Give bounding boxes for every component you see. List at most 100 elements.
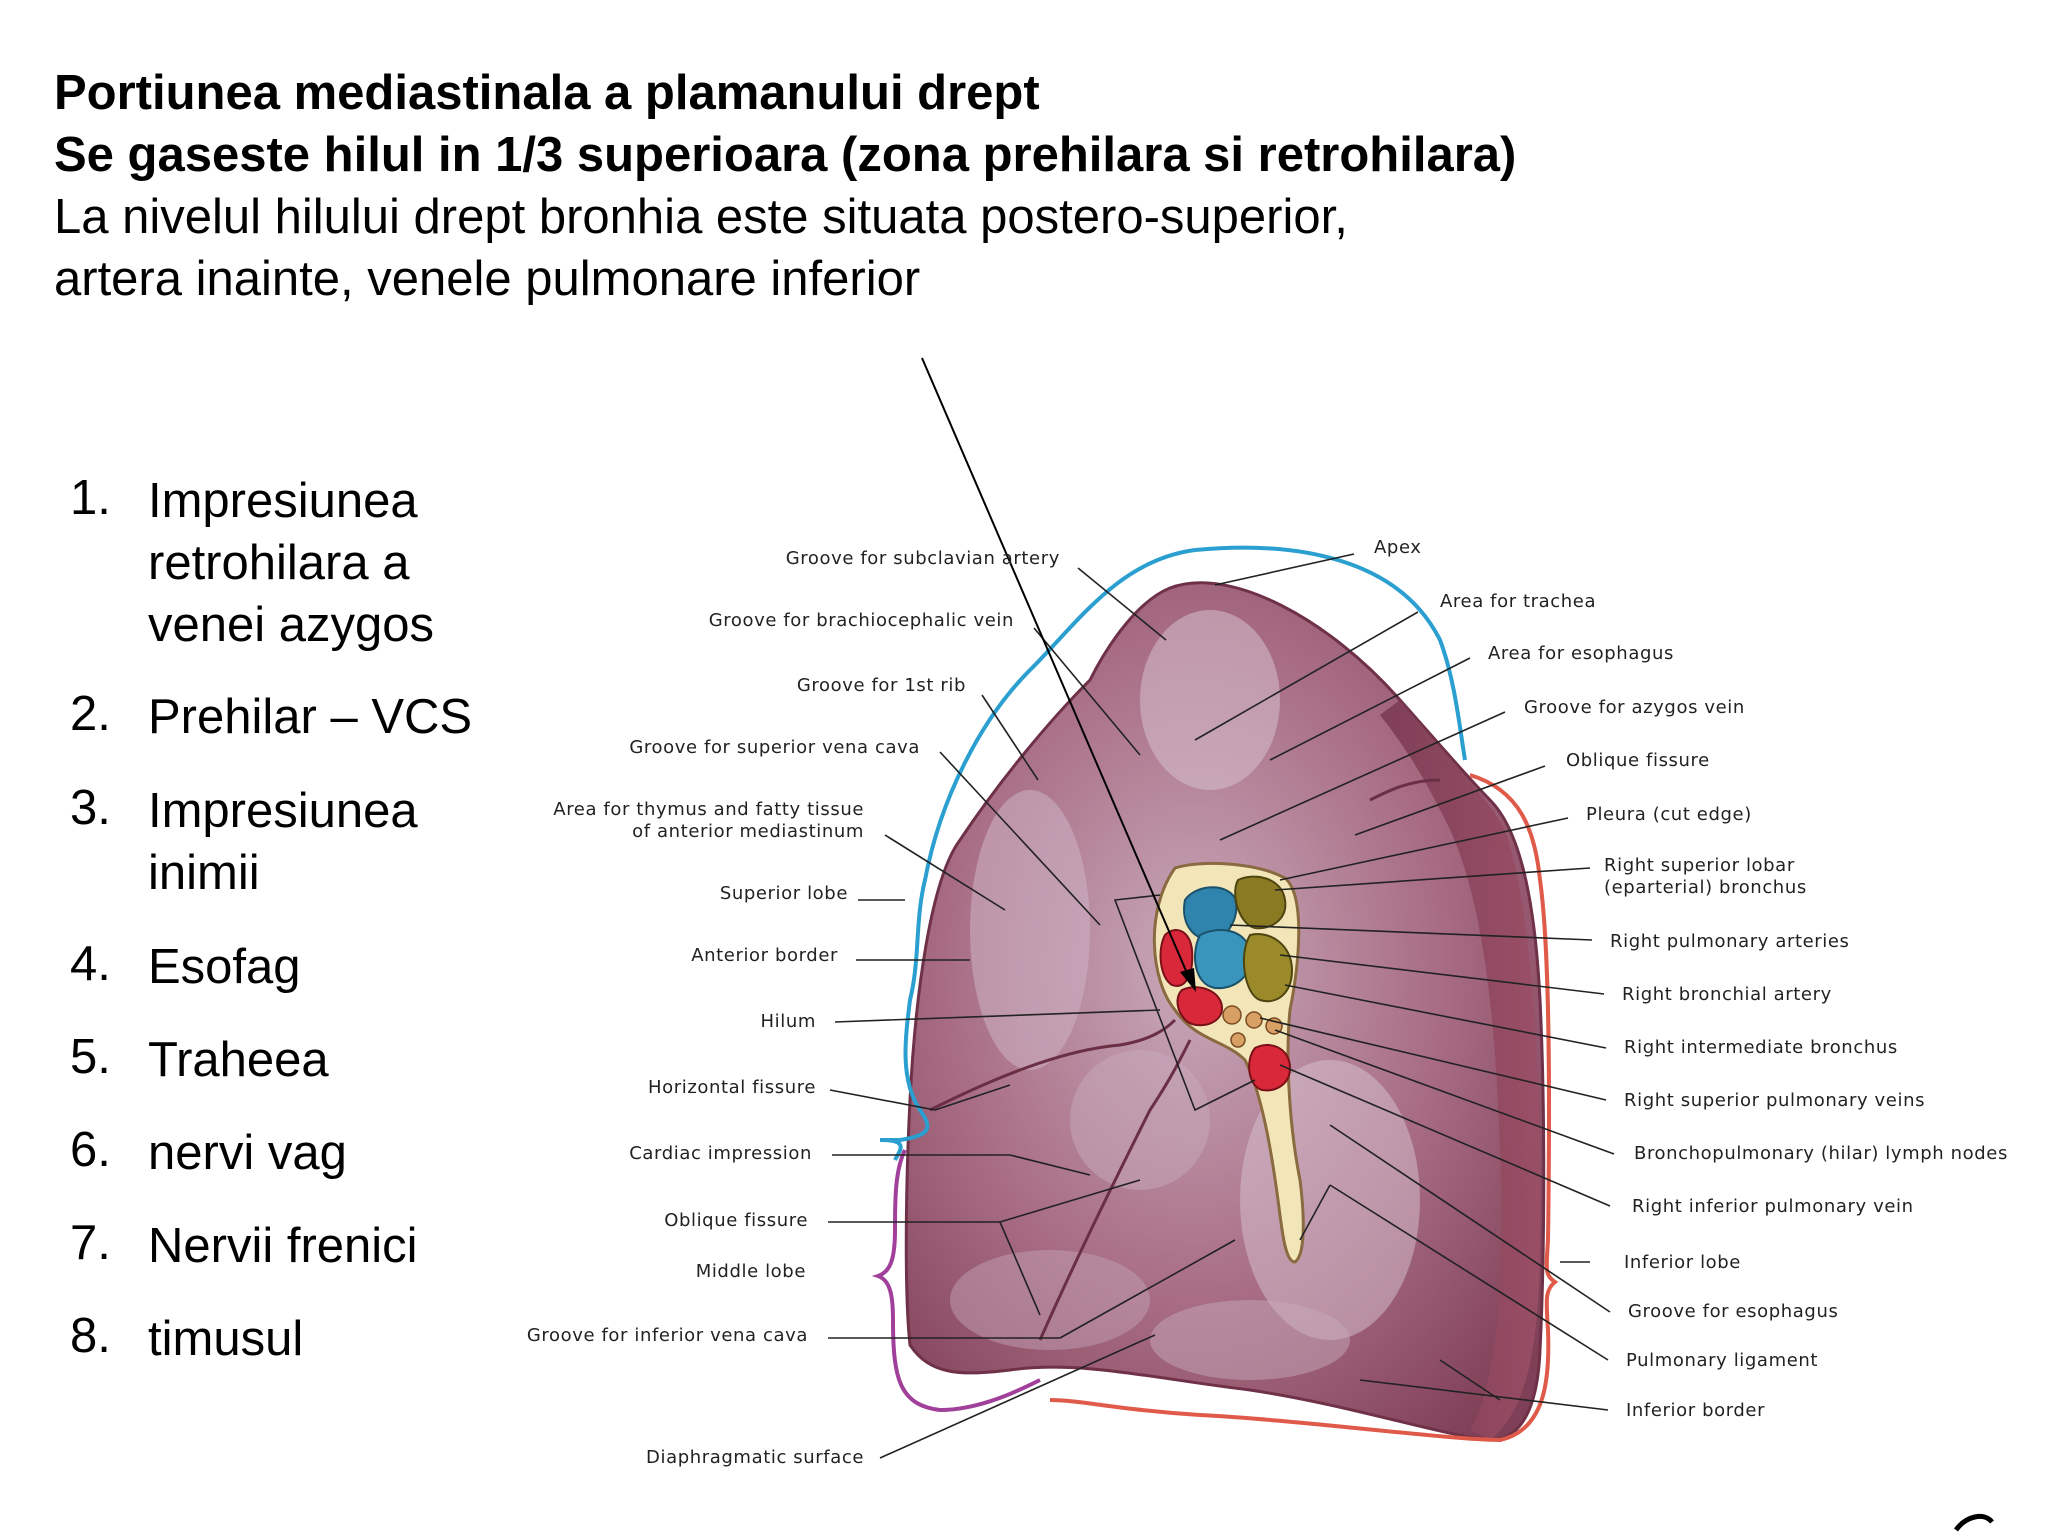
- label-right-pulmonary-arteries: Right pulmonary arteries: [1610, 931, 1850, 952]
- mottled-area: [1070, 1050, 1210, 1190]
- label-hilum: Hilum: [761, 1011, 816, 1032]
- lymph-node: [1222, 1005, 1242, 1025]
- leader-line: [1284, 984, 1607, 1049]
- leader-line: [1329, 1184, 1609, 1361]
- list-number: 5.: [70, 1030, 111, 1084]
- label-apex: Apex: [1374, 537, 1422, 558]
- list-text: nervi vag: [148, 1126, 347, 1180]
- leader-line: [1354, 765, 1546, 836]
- leader-line: [1279, 1064, 1611, 1207]
- list-text: Traheea: [148, 1033, 329, 1087]
- label-groove-brachiocephalic-vein: Groove for brachiocephalic vein: [709, 610, 1014, 631]
- label-right-inferior-pulmonary-vein: Right inferior pulmonary vein: [1632, 1196, 1914, 1217]
- leader-line: [1259, 1017, 1607, 1101]
- leader-line: [1194, 611, 1419, 741]
- leader-line: [1299, 1184, 1331, 1241]
- leader-line: [1059, 1239, 1236, 1339]
- label-cardiac-impression: Cardiac impression: [629, 1143, 812, 1164]
- leader-line: [981, 694, 1039, 781]
- list-number: 1.: [70, 471, 111, 525]
- labels-right: Apex Area for trachea Area for esophagus…: [1374, 537, 2008, 1421]
- labels-left: Groove for subclavian artery Groove for …: [527, 548, 1060, 1468]
- list-text: Prehilar – VCS: [148, 690, 473, 744]
- leader-line: [834, 1009, 1161, 1023]
- label-groove-azygos-vein: Groove for azygos vein: [1524, 697, 1745, 718]
- list-text: Nervii frenici: [148, 1219, 418, 1273]
- label-pleura-cut-edge: Pleura (cut edge): [1586, 804, 1752, 825]
- label-inferior-lobe: Inferior lobe: [1624, 1252, 1741, 1273]
- leader-line: [1009, 1154, 1091, 1176]
- leader-line: [999, 1179, 1141, 1223]
- leader-line: [1329, 1124, 1611, 1313]
- oblique-fissure-line: [1038, 1039, 1192, 1341]
- label-groove-esophagus: Groove for esophagus: [1628, 1301, 1838, 1322]
- label-right-bronchial-artery: Right bronchial artery: [1622, 984, 1832, 1005]
- leader-line: [829, 1089, 936, 1111]
- list-text: Esofag: [148, 940, 301, 994]
- leader-line: [1279, 817, 1569, 881]
- description-line-2: artera inainte, venele pulmonare inferio…: [54, 252, 921, 306]
- leader-line: [1269, 657, 1471, 761]
- lymph-node: [1245, 1011, 1263, 1029]
- leader-line: [1077, 567, 1167, 641]
- leader-line: [1214, 553, 1355, 586]
- arrow-head: [1180, 968, 1196, 992]
- label-middle-lobe: Middle lobe: [696, 1261, 806, 1282]
- leader-line: [879, 1334, 1156, 1459]
- leader-line: [1279, 954, 1605, 995]
- pulmonary-artery-lower: [1194, 929, 1252, 990]
- leader-line: [1439, 1359, 1501, 1401]
- list-number: 4.: [70, 937, 111, 991]
- label-oblique-fissure-left: Oblique fissure: [664, 1210, 808, 1231]
- list-number: 8.: [70, 1309, 111, 1363]
- pleura-edge-blue: [879, 545, 1467, 1161]
- label-bronchopulmonary-lymph-nodes: Bronchopulmonary (hilar) lymph nodes: [1634, 1143, 2008, 1164]
- leader-line: [1274, 867, 1591, 891]
- title: Portiunea mediastinala a plamanului drep…: [54, 66, 1040, 120]
- mottled-area: [970, 790, 1090, 1070]
- posterior-rim: [1380, 700, 1540, 1440]
- horizontal-fissure-line: [929, 1018, 1177, 1112]
- list-text: Impresiunea inimii: [148, 784, 418, 900]
- label-right-superior-lobar-bronchus: Right superior lobar(eparterial) bronchu…: [1604, 855, 1807, 898]
- list-text: timusul: [148, 1312, 304, 1366]
- list-number: 6.: [70, 1123, 111, 1177]
- bronchus-intermediate: [1242, 933, 1294, 1003]
- arrow-line: [921, 357, 1191, 981]
- label-superior-lobe: Superior lobe: [720, 883, 848, 904]
- leader-line: [999, 1221, 1041, 1316]
- description-line-1: La nivelul hilului drept bronhia este si…: [54, 190, 1348, 244]
- pleura-edge-purple: [871, 1149, 1041, 1413]
- label-area-esophagus: Area for esophagus: [1488, 643, 1674, 664]
- leader-line: [1033, 627, 1141, 756]
- leader-line: [1219, 711, 1506, 841]
- label-right-intermediate-bronchus: Right intermediate bronchus: [1624, 1037, 1898, 1058]
- bronchus-upper: [1234, 875, 1287, 930]
- leader-line: [884, 834, 1006, 911]
- label-groove-subclavian-artery: Groove for subclavian artery: [786, 548, 1060, 569]
- mottled-area: [950, 1250, 1150, 1350]
- label-pulmonary-ligament: Pulmonary ligament: [1626, 1350, 1818, 1371]
- label-diaphragmatic-surface: Diaphragmatic surface: [646, 1447, 864, 1468]
- mottled-area: [1140, 610, 1280, 790]
- leader-line: [939, 751, 1101, 926]
- mottled-area: [1150, 1300, 1350, 1380]
- leader-line: [1229, 924, 1593, 941]
- leader-lines-left: [828, 567, 1256, 1459]
- corner-mark: [1953, 1513, 1994, 1532]
- leader-line: [1113, 894, 1256, 1112]
- oblique-fissure-upper: [1369, 778, 1441, 802]
- list-number: 2.: [70, 687, 111, 741]
- label-area-trachea: Area for trachea: [1440, 591, 1596, 612]
- list-text: Impresiunea retrohilara a venei azygos: [148, 474, 435, 652]
- label-oblique-fissure-right: Oblique fissure: [1566, 750, 1710, 771]
- header: Portiunea mediastinala a plamanului drep…: [54, 62, 2014, 310]
- label-inferior-border: Inferior border: [1626, 1400, 1765, 1421]
- label-horizontal-fissure: Horizontal fissure: [648, 1077, 816, 1098]
- label-anterior-border: Anterior border: [691, 945, 838, 966]
- lymph-node: [1230, 1032, 1246, 1048]
- leader-lines-right: [1194, 553, 1615, 1411]
- label-right-superior-pulmonary-veins: Right superior pulmonary veins: [1624, 1090, 1925, 1111]
